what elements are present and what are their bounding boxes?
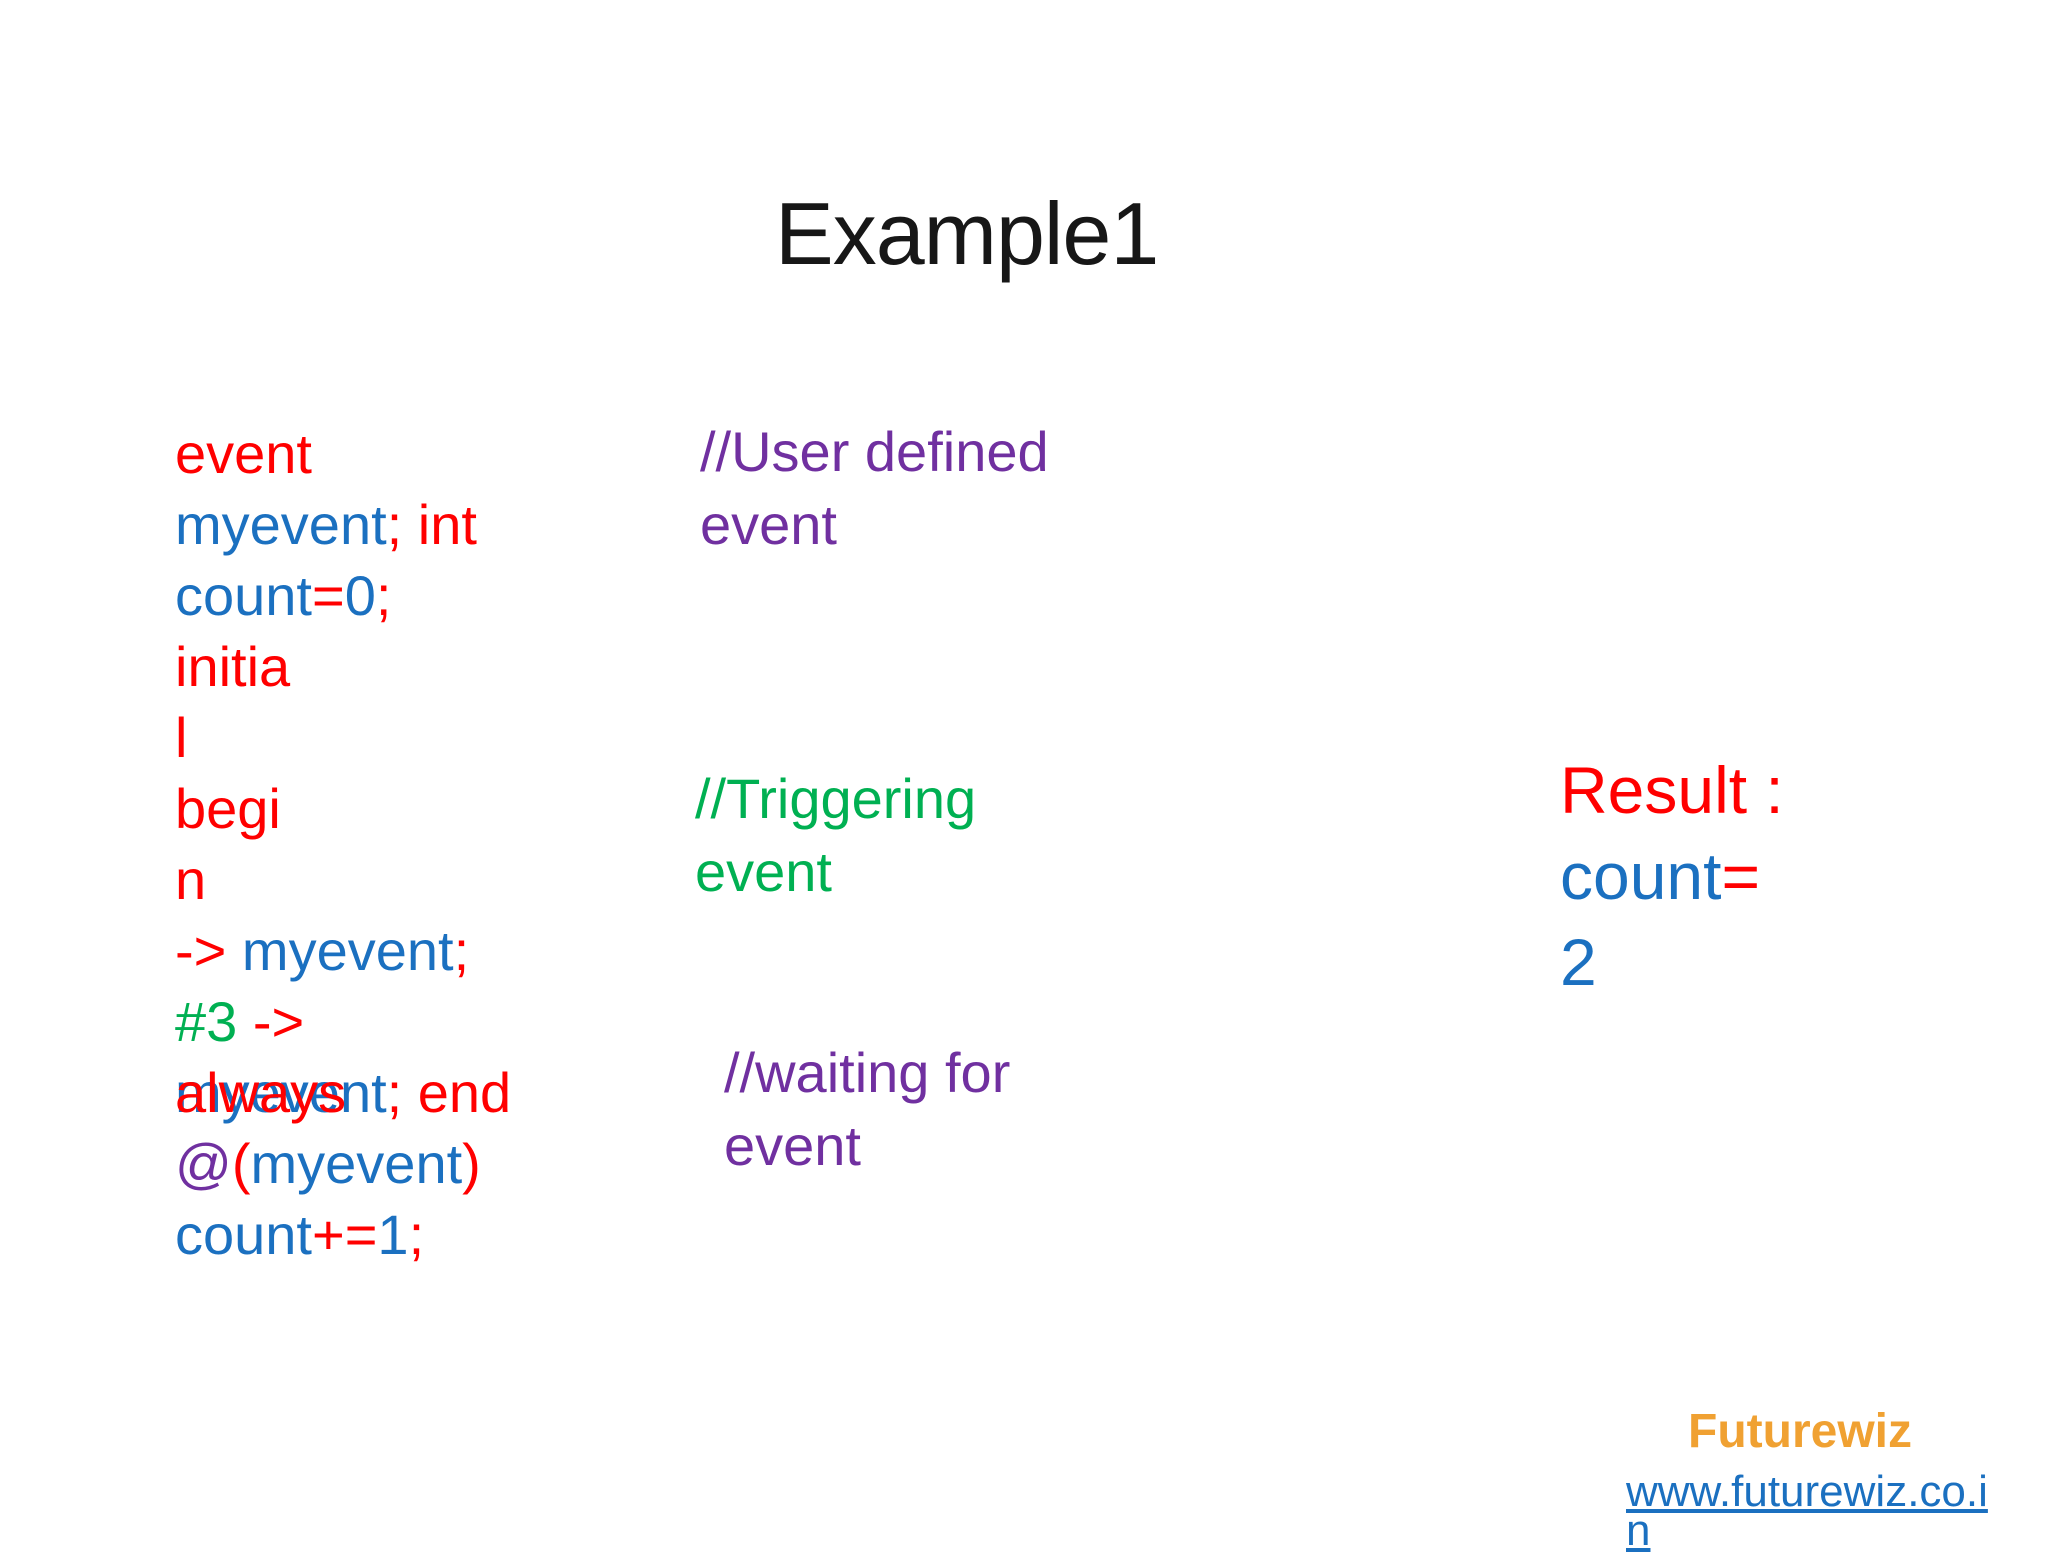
website-link-line2[interactable]: n [1626, 1506, 1651, 1555]
verilog-always-code: always@(myevent)count+=1; [175, 1061, 481, 1266]
result-block: Result :count=2 [1560, 753, 1784, 999]
brand-futurewiz: Futurewiz [1688, 1405, 1912, 1458]
slide-title: Example1 [775, 184, 1159, 283]
website-link-line1[interactable]: www.futurewiz.co.i [1626, 1467, 1988, 1516]
